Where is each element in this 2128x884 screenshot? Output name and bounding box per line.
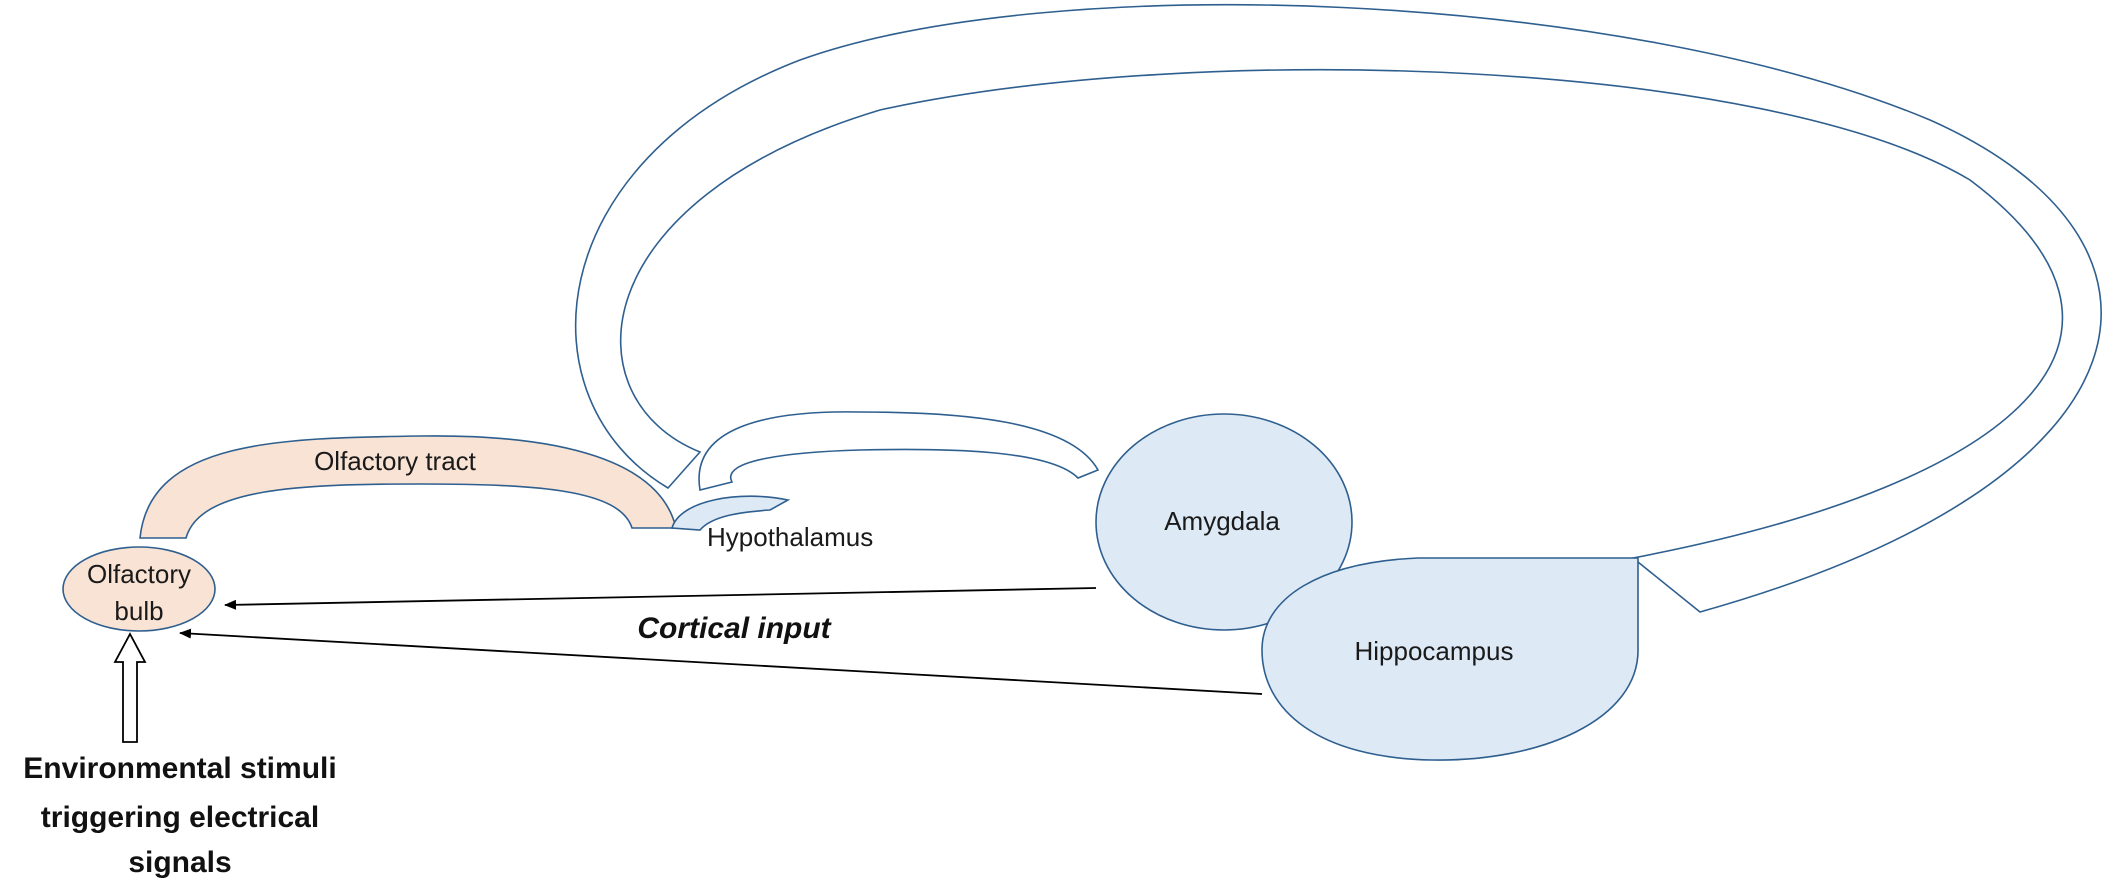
environmental-stimuli-arrow-body [113, 632, 147, 743]
hypothalamus-shape [670, 495, 791, 531]
cortical-input-label: Cortical input [637, 612, 832, 645]
stimuli-label-line2: triggering electrical [41, 801, 319, 834]
olfactory-tract-label: Olfactory tract [314, 446, 477, 476]
hippocampus-label: Hippocampus [1355, 636, 1514, 666]
hippocampus-shape [1261, 557, 1639, 761]
amygdala-label: Amygdala [1164, 506, 1280, 536]
large-loop-band [574, 4, 2102, 613]
olfactory-bulb-label-line1: Olfactory [87, 559, 191, 589]
cortical-input-arrow-from-hippocampus [179, 628, 1263, 695]
olfactory-bulb-shape [62, 546, 216, 632]
olfactory-bulb-label-line2: bulb [114, 596, 163, 626]
amygdala-shape [1095, 413, 1353, 631]
hypothalamus-label: Hypothalamus [707, 522, 873, 552]
stimuli-label-line3: signals [128, 846, 231, 879]
cortical-input-arrow-from-amygdala [224, 587, 1097, 610]
small-loop-band [698, 411, 1100, 491]
stimuli-label-line1: Environmental stimuli [23, 752, 336, 785]
